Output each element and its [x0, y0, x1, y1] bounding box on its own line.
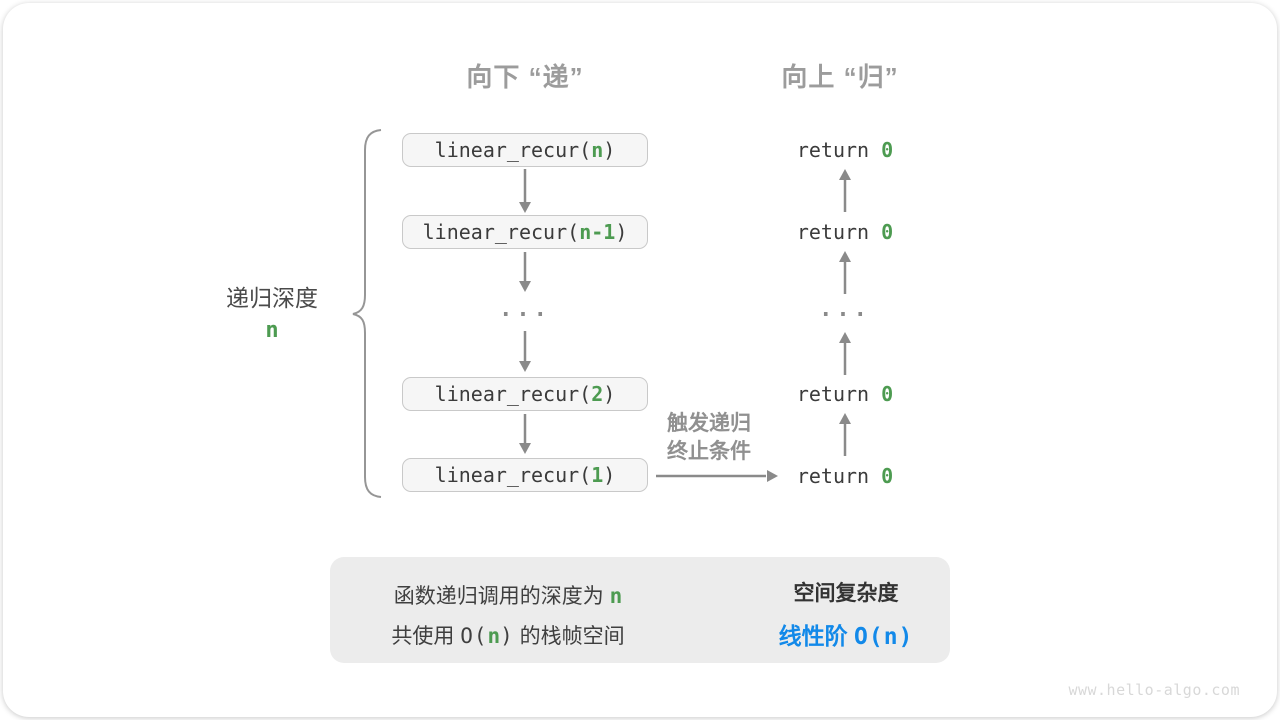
- code-text: ): [603, 463, 616, 487]
- return-statement: return 0: [745, 464, 945, 488]
- return-keyword: return: [796, 382, 882, 406]
- summary-code: O(: [460, 624, 488, 648]
- space-complexity-result: 线性阶 O(n): [696, 617, 996, 651]
- code-text: ): [615, 220, 628, 244]
- space-complexity-title: 空间复杂度: [793, 582, 899, 605]
- call-stack-ellipsis: ...: [499, 297, 551, 322]
- header-return-up: 向上 “归”: [781, 62, 899, 92]
- code-arg: 1: [591, 463, 604, 487]
- call-box-n: linear_recur(n): [402, 133, 648, 167]
- code-text: linear_recur(: [422, 220, 580, 244]
- return-value: 0: [881, 220, 894, 244]
- code-text: linear_recur(: [434, 138, 592, 162]
- summary-line2: 共使用 O(n) 的栈帧空间: [336, 620, 680, 650]
- return-statement: return 0: [745, 220, 945, 244]
- return-keyword: return: [796, 220, 882, 244]
- code-arg: n-1: [579, 220, 616, 244]
- return-ellipsis: ...: [819, 297, 871, 322]
- call-box-2: linear_recur(2): [402, 377, 648, 411]
- return-value: 0: [881, 138, 894, 162]
- summary-panel: [330, 557, 950, 663]
- termination-label-line2: 终止条件: [667, 440, 751, 463]
- summary-var: n: [609, 584, 623, 608]
- code-text: linear_recur(: [434, 463, 592, 487]
- return-keyword: return: [796, 138, 882, 162]
- termination-label-line1: 触发递归: [667, 412, 751, 435]
- watermark-url: www.hello-algo.com: [1068, 681, 1240, 699]
- return-statement: return 0: [745, 138, 945, 162]
- code-arg: n: [591, 138, 604, 162]
- summary-var: n: [487, 624, 501, 648]
- complexity-notation: O(n): [854, 624, 914, 650]
- summary-text: 共使用: [391, 625, 461, 648]
- depth-label: 递归深度: [226, 285, 318, 311]
- header-recurse-down: 向下 “递”: [466, 62, 584, 92]
- code-arg: 2: [591, 382, 604, 406]
- complexity-term: 线性阶: [778, 623, 854, 649]
- code-text: ): [603, 138, 616, 162]
- return-keyword: return: [796, 464, 882, 488]
- return-value: 0: [881, 464, 894, 488]
- summary-line1: 函数递归调用的深度为 n: [336, 580, 680, 610]
- call-box-n-1: linear_recur(n-1): [402, 215, 648, 249]
- call-box-1: linear_recur(1): [402, 458, 648, 492]
- summary-text: 函数递归调用的深度为: [393, 585, 610, 608]
- summary-text: 的栈帧空间: [513, 625, 625, 648]
- return-value: 0: [881, 382, 894, 406]
- code-text: ): [603, 382, 616, 406]
- summary-code: ): [500, 624, 514, 648]
- depth-value: n: [265, 318, 279, 343]
- return-statement: return 0: [745, 382, 945, 406]
- code-text: linear_recur(: [434, 382, 592, 406]
